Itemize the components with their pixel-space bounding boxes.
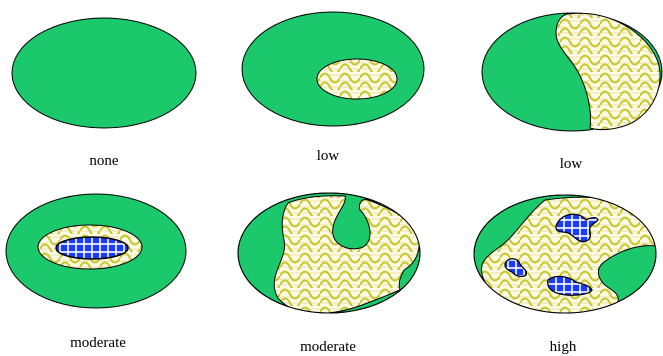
panel-high: high — [474, 195, 656, 355]
panel-label: moderate — [300, 339, 356, 355]
panel-moderate-2: moderate — [238, 193, 420, 355]
panel-low-1: low — [242, 12, 424, 164]
panel-label: high — [550, 339, 577, 355]
panel-label: none — [89, 153, 119, 169]
panel-label: moderate — [70, 335, 126, 351]
blue-core — [56, 237, 128, 259]
yellow-patch — [317, 59, 397, 99]
panel-label: low — [317, 148, 340, 164]
panel-moderate-1: moderate — [6, 194, 186, 351]
panel-label: low — [560, 156, 583, 172]
green-region — [12, 18, 196, 128]
panel-low-2: low — [482, 13, 662, 172]
panel-none: none — [12, 18, 196, 169]
